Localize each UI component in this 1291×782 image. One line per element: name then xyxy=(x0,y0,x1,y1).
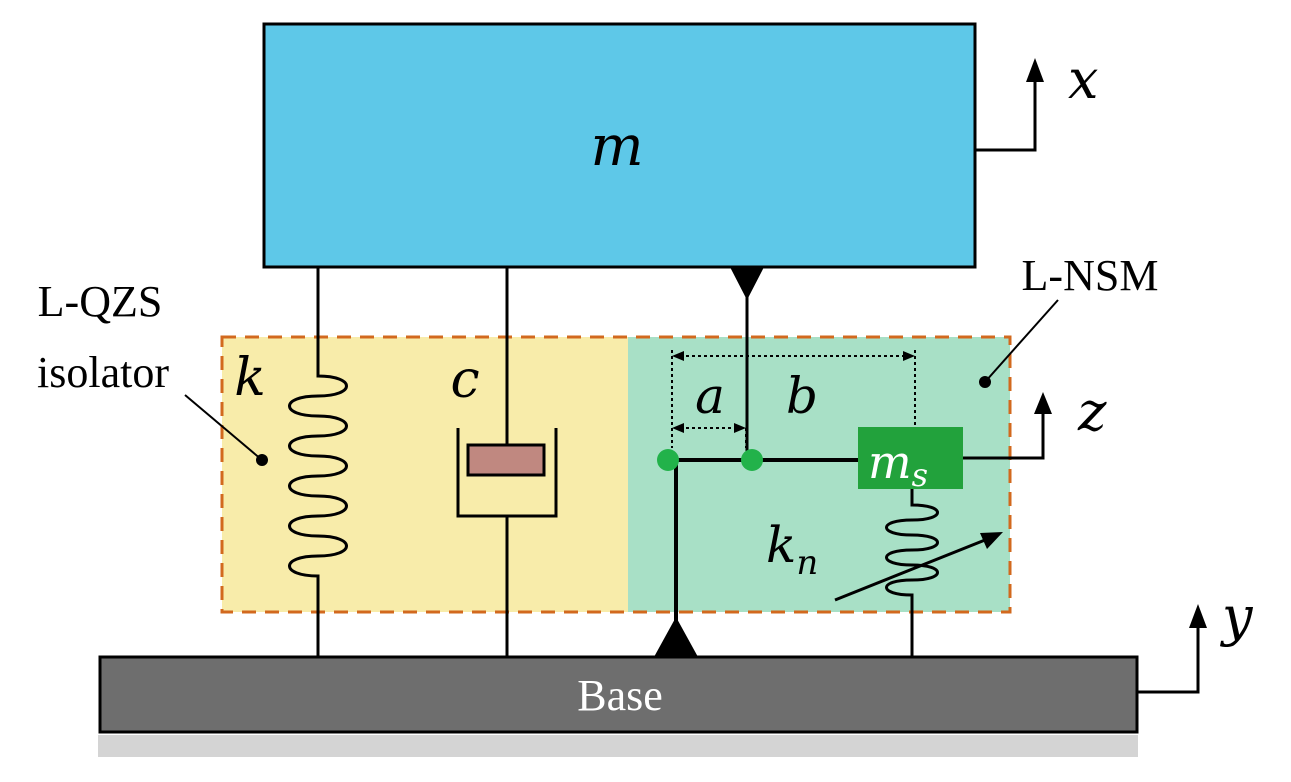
disp-x-arrowhead xyxy=(1026,58,1044,82)
pivot-center xyxy=(741,449,763,471)
disp-y-arrowhead xyxy=(1189,604,1207,628)
nsm-leader xyxy=(984,299,1059,383)
variable-stiffness-arrow xyxy=(834,536,991,602)
disp-z-arrowhead xyxy=(1034,392,1052,414)
isolator-label-line1: L-QZS xyxy=(38,277,163,326)
isolator-label-line2: isolator xyxy=(37,348,169,397)
mass-label: m xyxy=(590,114,643,179)
disp-z-label: z xyxy=(1077,380,1107,443)
disp-y-label: y xyxy=(1220,585,1254,648)
dist-a-label: a xyxy=(695,367,725,425)
dim-a-arrow-right xyxy=(734,423,746,433)
pivot-left xyxy=(657,449,679,471)
spring-k xyxy=(288,267,348,657)
dim-a-arrow-left xyxy=(672,423,684,433)
variable-stiffness-arrowhead xyxy=(980,532,1003,549)
dim-b-arrow-left xyxy=(672,351,684,361)
isolator-dashed-border xyxy=(220,335,1012,614)
spring-kn xyxy=(885,489,939,657)
stiffness-k-label: k xyxy=(234,348,266,408)
disp-y-arrow xyxy=(1137,625,1200,694)
bottom-pivot-support xyxy=(654,617,698,657)
dist-b-label: b xyxy=(786,367,818,425)
disp-z-arrow xyxy=(963,412,1045,460)
base-block xyxy=(98,655,1139,734)
disp-x-arrow xyxy=(975,78,1037,152)
damper-piston xyxy=(466,443,546,477)
qzs-region xyxy=(222,337,628,612)
base-shadow xyxy=(98,735,1138,757)
ms-block xyxy=(858,427,963,489)
ms-label: ms xyxy=(868,435,928,494)
base-label: Base xyxy=(577,671,663,720)
dim-b-arrow-right xyxy=(903,351,915,361)
disp-x-label: x xyxy=(1068,48,1098,111)
nsm-label: L-NSM xyxy=(1022,251,1159,300)
nsm-leader-dot xyxy=(979,376,991,388)
mass-block xyxy=(262,22,977,269)
isolator-leader xyxy=(184,394,263,461)
damping-c-label: c xyxy=(450,350,479,410)
kn-label: kn xyxy=(766,516,818,583)
isolator-leader-dot xyxy=(256,454,268,466)
